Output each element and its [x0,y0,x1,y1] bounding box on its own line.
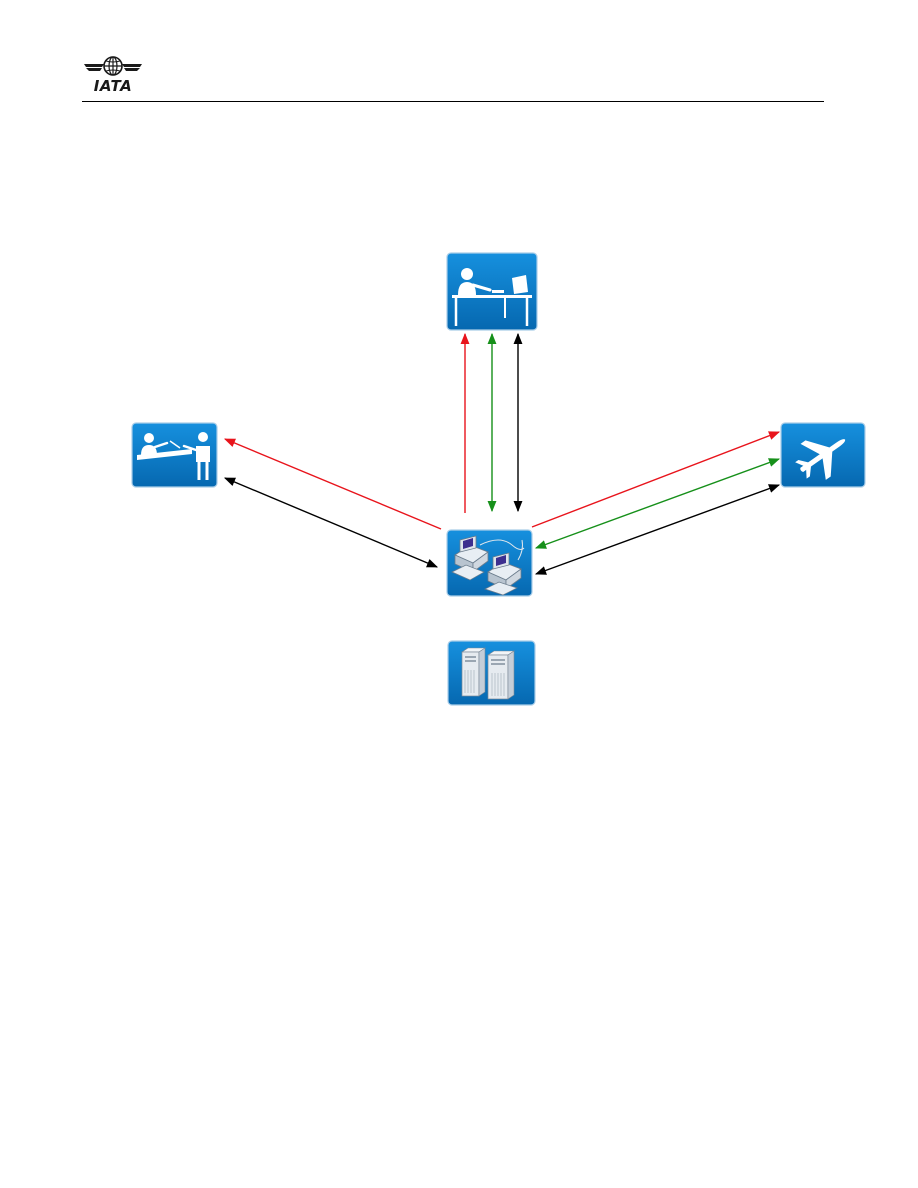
office-worker-at-desk-icon [452,268,532,326]
arrow-hub-agent-black [223,477,439,568]
header-divider [82,101,824,102]
travel-agent-node [131,422,218,488]
arrow-hub-airline-green [534,458,781,549]
iata-logo: IATA [82,56,144,96]
airplane-icon [795,439,846,480]
server-towers-icon [461,647,515,700]
airline-node [780,422,866,488]
hub-node [446,529,533,597]
arrow-hub-airline-black [534,484,781,575]
page-header: IATA [0,0,918,110]
arrow-hub-agent-red [223,438,442,530]
agent-counter-customer-icon [137,432,210,480]
arrow-hub-airline-red [531,431,781,528]
iata-globe-wings-icon [84,56,142,76]
networked-computers-icon [451,535,525,596]
servers-node [447,640,536,706]
office-node [446,252,538,331]
iata-logo-text: IATA [93,77,133,95]
